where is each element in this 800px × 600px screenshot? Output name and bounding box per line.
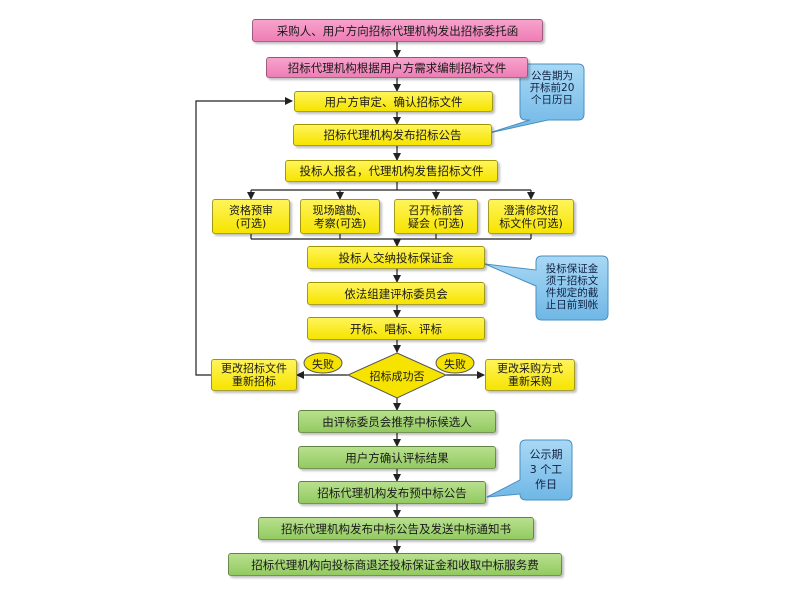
option-clarify-amend-line1: 澄清修改招 — [503, 203, 559, 217]
retender-line2: 重新招标 — [232, 375, 276, 388]
fail-right-oval — [435, 352, 475, 374]
step-publish-preaward: 招标代理机构发布预中标公告 — [298, 481, 486, 504]
callout1-line2: 开标前20 — [529, 82, 575, 94]
option-prequalification-line2: (可选) — [235, 216, 267, 230]
step-form-committee: 依法组建评标委员会 — [307, 282, 485, 305]
change-procurement-box: 更改采购方式 重新采购 — [485, 359, 575, 391]
step-confirm-result: 用户方确认评标结果 — [298, 446, 496, 469]
option-site-visit-line2: 考察(可选) — [313, 216, 367, 230]
option-site-visit-line1: 现场踏勘、 — [312, 203, 368, 217]
decision-label: 招标成功否 — [369, 370, 425, 383]
step-registration: 投标人报名，代理机构发售招标文件 — [285, 160, 498, 182]
step-publish-announcement: 招标代理机构发布招标公告 — [293, 124, 492, 146]
callout2-line3: 件规定的截 — [545, 287, 599, 299]
callout2-line1: 投标保证金 — [545, 263, 599, 275]
callout-bubble-3 — [486, 439, 573, 501]
decision-diamond — [346, 352, 448, 399]
option-site-visit: 现场踏勘、 考察(可选) — [300, 199, 380, 234]
option-prebid-meeting: 召开标前答 疑会 (可选) — [394, 199, 478, 234]
callout1-line3: 个日历日 — [531, 94, 573, 106]
callout-publicity-period: 公示期 3 个工 作日 — [520, 447, 572, 492]
step-entrust-letter: 采购人、用户方向招标代理机构发出招标委托函 — [252, 19, 543, 42]
fail-right-label: 失败 — [444, 358, 466, 371]
step-refund-fee: 招标代理机构向投标商退还投标保证金和收取中标服务费 — [228, 553, 562, 576]
step-bid-bond: 投标人交纳投标保证金 — [307, 246, 485, 269]
step-prepare-documents: 招标代理机构根据用户方需求编制招标文件 — [266, 57, 528, 78]
retender-box: 更改招标文件 重新招标 — [211, 359, 297, 391]
option-prequalification: 资格预审 (可选) — [212, 199, 290, 234]
step-open-evaluate: 开标、唱标、评标 — [307, 317, 485, 340]
step-confirm-documents: 用户方审定、确认招标文件 — [294, 91, 493, 112]
loop-back-arrow — [195, 97, 293, 376]
change-procurement-line1: 更改采购方式 — [497, 362, 563, 375]
callout3-line1: 公示期 — [529, 448, 563, 461]
callout3-line2: 3 个工 — [529, 463, 563, 476]
callout1-line1: 公告期为 — [531, 70, 573, 82]
option-prequalification-line1: 资格预审 — [229, 203, 273, 217]
callout2-line4: 止日前到帐 — [545, 299, 599, 311]
option-prebid-meeting-line1: 召开标前答 — [408, 203, 464, 217]
callout-bubble-2 — [484, 255, 609, 321]
option-clarify-amend-line2: 标文件(可选) — [499, 216, 563, 230]
callout-announcement-period: 公告期为 开标前20 个日历日 — [520, 70, 584, 106]
retender-line1: 更改招标文件 — [221, 362, 287, 375]
step-award-notice: 招标代理机构发布中标公告及发送中标通知书 — [258, 517, 534, 540]
callout-bond-deadline: 投标保证金 须于招标文 件规定的截 止日前到帐 — [536, 263, 608, 311]
connectors — [195, 42, 535, 554]
fail-left-oval — [303, 352, 343, 374]
callout2-line2: 须于招标文 — [545, 275, 599, 287]
callout3-line3: 作日 — [535, 478, 557, 491]
change-procurement-line2: 重新采购 — [508, 375, 552, 388]
option-prebid-meeting-line2: 疑会 (可选) — [407, 216, 465, 230]
option-clarify-amend: 澄清修改招 标文件(可选) — [488, 199, 574, 234]
fail-left-label: 失败 — [312, 358, 334, 371]
step-recommend-candidate: 由评标委员会推荐中标候选人 — [298, 410, 496, 433]
